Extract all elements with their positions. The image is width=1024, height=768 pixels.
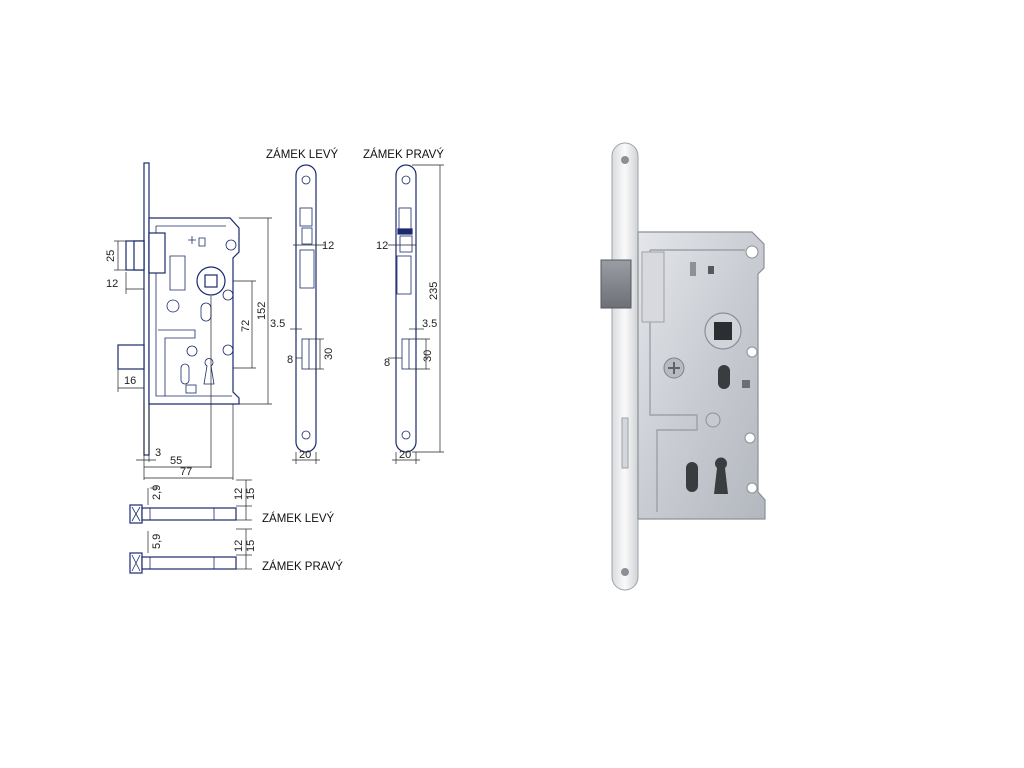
- deadbolt-slot-left: [301, 338, 310, 370]
- label-left-lock-bottom: ZÁMEK LEVÝ: [262, 512, 335, 525]
- dim-3: 3: [155, 447, 161, 459]
- front-dimensions: 25 12 16 3 55 77 72 152: [105, 217, 272, 480]
- dim-72: 72: [240, 320, 252, 332]
- photo-follower-square: [714, 322, 732, 340]
- dim-5-9: 5,9: [151, 534, 163, 549]
- dim-235: 235: [428, 282, 440, 300]
- dim-30-right: 30: [422, 350, 434, 362]
- faceplate-right: [395, 164, 417, 453]
- front-view-drawing: [117, 162, 240, 456]
- dim-12-latch: 12: [106, 278, 118, 290]
- bolt-detail-left: 2,9 12 15 ZÁMEK LEVÝ: [129, 479, 335, 525]
- label-left-lock-top: ZÁMEK LEVÝ: [266, 148, 339, 161]
- dim-77: 77: [180, 466, 192, 478]
- deadbolt: [117, 344, 145, 370]
- lock-photo: [600, 142, 766, 591]
- dim-3-5-right: 3.5: [422, 318, 437, 330]
- photo-lock-body: [637, 231, 766, 520]
- dim-3-5-left: 3.5: [270, 318, 285, 330]
- photo-key-slot: [686, 462, 698, 492]
- dim-20-left: 20: [299, 449, 311, 461]
- photo-faceplate: [611, 142, 639, 591]
- photo-keyhole: [714, 457, 728, 494]
- label-right-lock-top: ZÁMEK PRAVÝ: [363, 148, 444, 161]
- dim-16: 16: [124, 375, 136, 387]
- side-view-right: 12 3.5 8 30 235 20: [376, 164, 444, 464]
- dim-20-right: 20: [399, 449, 411, 461]
- dim-12-bolt2: 12: [233, 540, 245, 552]
- dim-15-bolt2: 15: [245, 540, 257, 552]
- follower-square: [204, 274, 218, 288]
- dim-12-left: 12: [322, 240, 334, 252]
- dim-55: 55: [170, 455, 182, 467]
- dim-8-left: 8: [287, 354, 293, 366]
- bolt-detail-right: 5,9 12 15 ZÁMEK PRAVÝ: [129, 528, 343, 574]
- dim-12-bolt1: 12: [233, 488, 245, 500]
- dim-152: 152: [256, 302, 268, 320]
- side-view-left: 12 3.5 8 30 20: [270, 164, 335, 464]
- faceplate-left: [295, 164, 317, 453]
- dim-12-right: 12: [376, 240, 388, 252]
- lock-body: [148, 217, 240, 405]
- dim-30-left: 30: [323, 348, 335, 360]
- dim-25: 25: [105, 250, 117, 262]
- dim-2-9: 2,9: [151, 485, 163, 500]
- photo-latch: [600, 259, 632, 309]
- dim-8-right: 8: [384, 357, 390, 369]
- dim-15-bolt1: 15: [245, 488, 257, 500]
- faceplate: [143, 162, 150, 456]
- deadbolt-slot-right: [401, 338, 410, 370]
- label-right-lock-bottom: ZÁMEK PRAVÝ: [262, 560, 343, 573]
